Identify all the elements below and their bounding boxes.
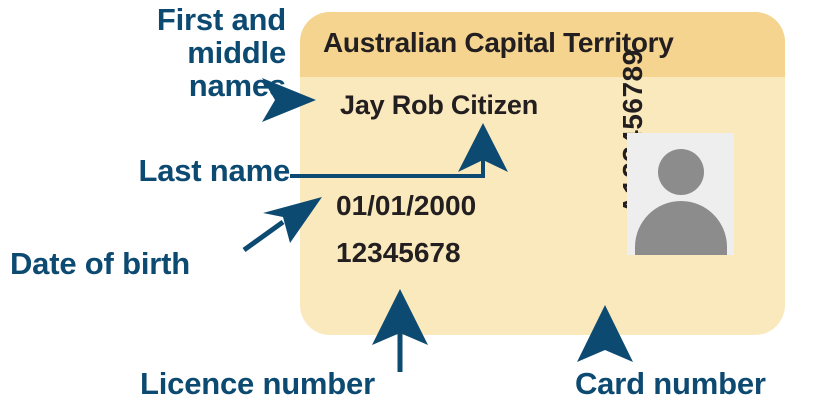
leader-line-date-of-birth [242, 219, 285, 253]
person-head-icon [657, 149, 704, 195]
card-date-of-birth: 01/01/2000 [336, 190, 477, 221]
card-header-band [300, 12, 785, 77]
card-jurisdiction-title: Australian Capital Territory [323, 27, 674, 58]
person-body-icon [634, 201, 727, 255]
label-date-of-birth: Date of birth [10, 246, 190, 281]
card-holder-name: Jay Rob Citizen [340, 90, 539, 120]
card-licence-number: 12345678 [336, 237, 461, 268]
label-card-number: Card number [575, 366, 766, 401]
card-photo-placeholder [627, 133, 734, 255]
drivers-licence-card: Australian Capital Territory Jay Rob Cit… [300, 12, 785, 335]
label-last-name: Last name [138, 153, 290, 188]
label-licence-number: Licence number [140, 366, 375, 401]
label-first-and-middle-names: First and middle names [156, 2, 286, 103]
